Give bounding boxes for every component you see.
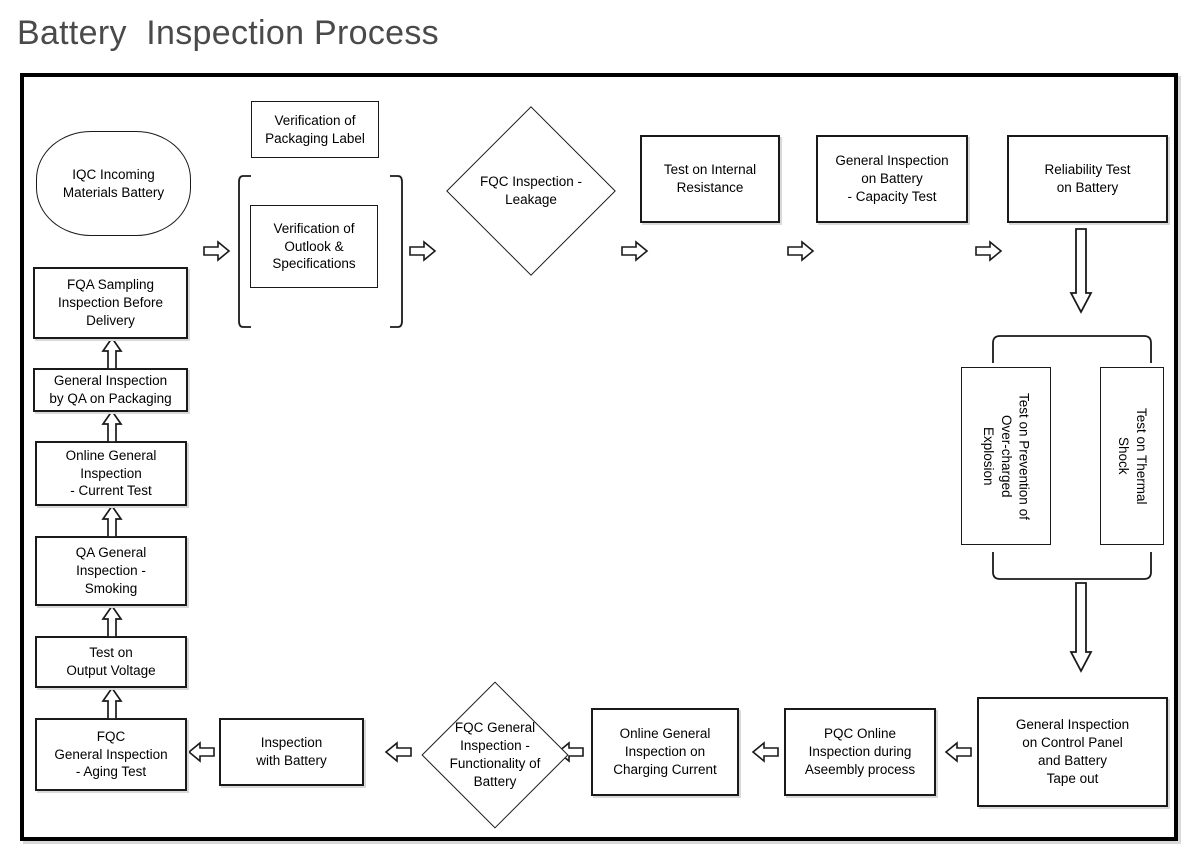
node-verify-outlook-specs[interactable]: Verification of Outlook & Specifications <box>250 205 378 288</box>
node-label: Online General Inspection - Current Test <box>65 447 157 499</box>
arrow-smoking-to-current-test <box>101 504 123 538</box>
node-fqa-sampling[interactable]: FQA Sampling Inspection Before Delivery <box>33 267 188 339</box>
diagram-frame: IQC Incoming Materials Battery Verificat… <box>20 73 1178 841</box>
arrow-pqc-to-online-charging <box>751 741 779 763</box>
arrow-current-test-to-packaging <box>101 409 123 443</box>
node-general-inspection-control-panel[interactable]: General Inspection on Control Panel and … <box>977 697 1168 807</box>
arrow-fqc-leakage-to-internal-resistance <box>621 240 649 262</box>
node-online-general-current-test[interactable]: Online General Inspection - Current Test <box>35 441 187 506</box>
node-label: Test on Output Voltage <box>66 645 156 678</box>
node-label: General Inspection by QA on Packaging <box>49 373 172 406</box>
node-label: Reliability Test on Battery <box>1044 162 1131 195</box>
arrow-verify-to-fqc-leakage <box>409 240 437 262</box>
arrow-output-voltage-to-smoking <box>101 604 123 638</box>
arrow-inspection-with-battery-to-fqc-aging <box>187 741 215 763</box>
arrow-aging-to-output-voltage <box>101 686 123 720</box>
bracket-verify-left <box>237 174 253 329</box>
node-label: FQA Sampling Inspection Before Delivery <box>57 277 164 328</box>
node-general-inspection-packaging[interactable]: General Inspection by QA on Packaging <box>33 368 188 412</box>
node-pqc-online-assembly[interactable]: PQC Online Inspection during Aseembly pr… <box>784 708 936 796</box>
node-iqc-incoming[interactable]: IQC Incoming Materials Battery <box>36 131 191 236</box>
node-label: QA General Inspection - Smoking <box>75 545 147 596</box>
node-reliability-test[interactable]: Reliability Test on Battery <box>1007 135 1168 223</box>
node-label: IQC Incoming Materials Battery <box>62 166 165 200</box>
node-label: Verification of Packaging Label <box>265 112 365 146</box>
node-qa-general-smoking[interactable]: QA General Inspection - Smoking <box>35 536 187 606</box>
bracket-reliability-group-bottom <box>991 550 1153 582</box>
node-test-internal-resistance[interactable]: Test on Internal Resistance <box>640 135 780 223</box>
node-inspection-with-battery[interactable]: Inspection with Battery <box>219 718 364 786</box>
node-fqc-aging-test[interactable]: FQC General Inspection - Aging Test <box>35 718 187 791</box>
arrow-capacity-to-reliability <box>975 240 1003 262</box>
diamond-shape <box>446 106 616 276</box>
node-test-thermal-shock[interactable]: Test on Thermal Shock <box>1100 367 1164 545</box>
arrow-fqc-functionality-to-inspection-with-battery <box>384 741 412 763</box>
arrow-reliability-to-reliability-group <box>1069 228 1093 314</box>
bracket-verify-right <box>388 174 404 329</box>
node-label: Test on Internal Resistance <box>663 162 757 195</box>
diamond-shape <box>421 681 569 829</box>
node-label: Test on Thermal Shock <box>1116 407 1149 505</box>
node-label: General Inspection on Battery - Capacity… <box>835 153 949 204</box>
arrow-packaging-to-fqa-sampling <box>101 336 123 370</box>
arrow-control-panel-to-pqc <box>944 741 972 763</box>
node-verify-packaging-label[interactable]: Verification of Packaging Label <box>251 101 379 158</box>
node-label: PQC Online Inspection during Aseembly pr… <box>804 726 916 777</box>
node-fqc-leakage[interactable]: FQC Inspection - Leakage <box>446 98 616 284</box>
node-label: Inspection with Battery <box>256 735 327 768</box>
node-general-inspection-capacity[interactable]: General Inspection on Battery - Capacity… <box>816 135 968 223</box>
arrow-reliability-group-to-control-panel <box>1069 582 1093 673</box>
node-label: Test on Prevention of Over-charged Explo… <box>981 392 1032 520</box>
node-label: Verification of Outlook & Specifications <box>272 220 356 272</box>
bracket-reliability-group-top <box>991 333 1153 365</box>
node-label: FQC General Inspection - Aging Test <box>54 728 168 780</box>
node-label: Online General Inspection on Charging Cu… <box>613 726 717 777</box>
node-label: General Inspection on Control Panel and … <box>1015 717 1130 786</box>
arrow-internal-resistance-to-capacity <box>787 240 815 262</box>
node-fqc-functionality[interactable]: FQC General Inspection - Functionality o… <box>412 672 578 838</box>
arrow-iqc-to-verify <box>203 240 231 262</box>
node-test-output-voltage[interactable]: Test on Output Voltage <box>35 636 187 688</box>
node-online-charging-current[interactable]: Online General Inspection on Charging Cu… <box>591 708 739 796</box>
node-test-overcharge-explosion[interactable]: Test on Prevention of Over-charged Explo… <box>961 367 1051 545</box>
page-title: Battery Inspection Process <box>17 14 439 52</box>
